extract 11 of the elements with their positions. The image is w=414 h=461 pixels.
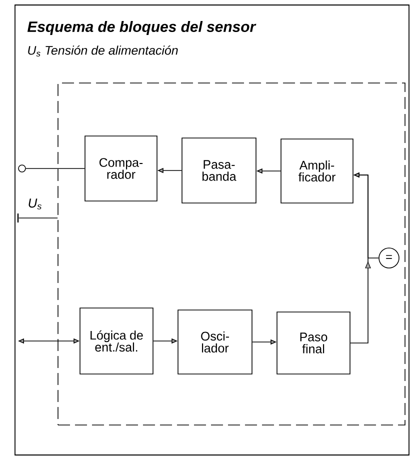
process-box: Ampli- ficador <box>280 138 354 204</box>
dashed-boundary <box>58 82 406 426</box>
title: Esquema de bloques del sensor <box>27 21 256 35</box>
terminal-label: U$_{s}$ <box>28 198 42 210</box>
process-box: Pasa- banda <box>182 138 256 204</box>
process-box: Lógica de ent./sal. <box>80 308 154 374</box>
subtitle: U$_{s}$ Tensión de alimentación <box>28 45 178 57</box>
process-box: Paso final <box>276 312 350 374</box>
process-box: Osci- lador <box>178 310 252 374</box>
terminal-circle <box>18 164 26 172</box>
process-box: Compa- rador <box>84 136 158 202</box>
